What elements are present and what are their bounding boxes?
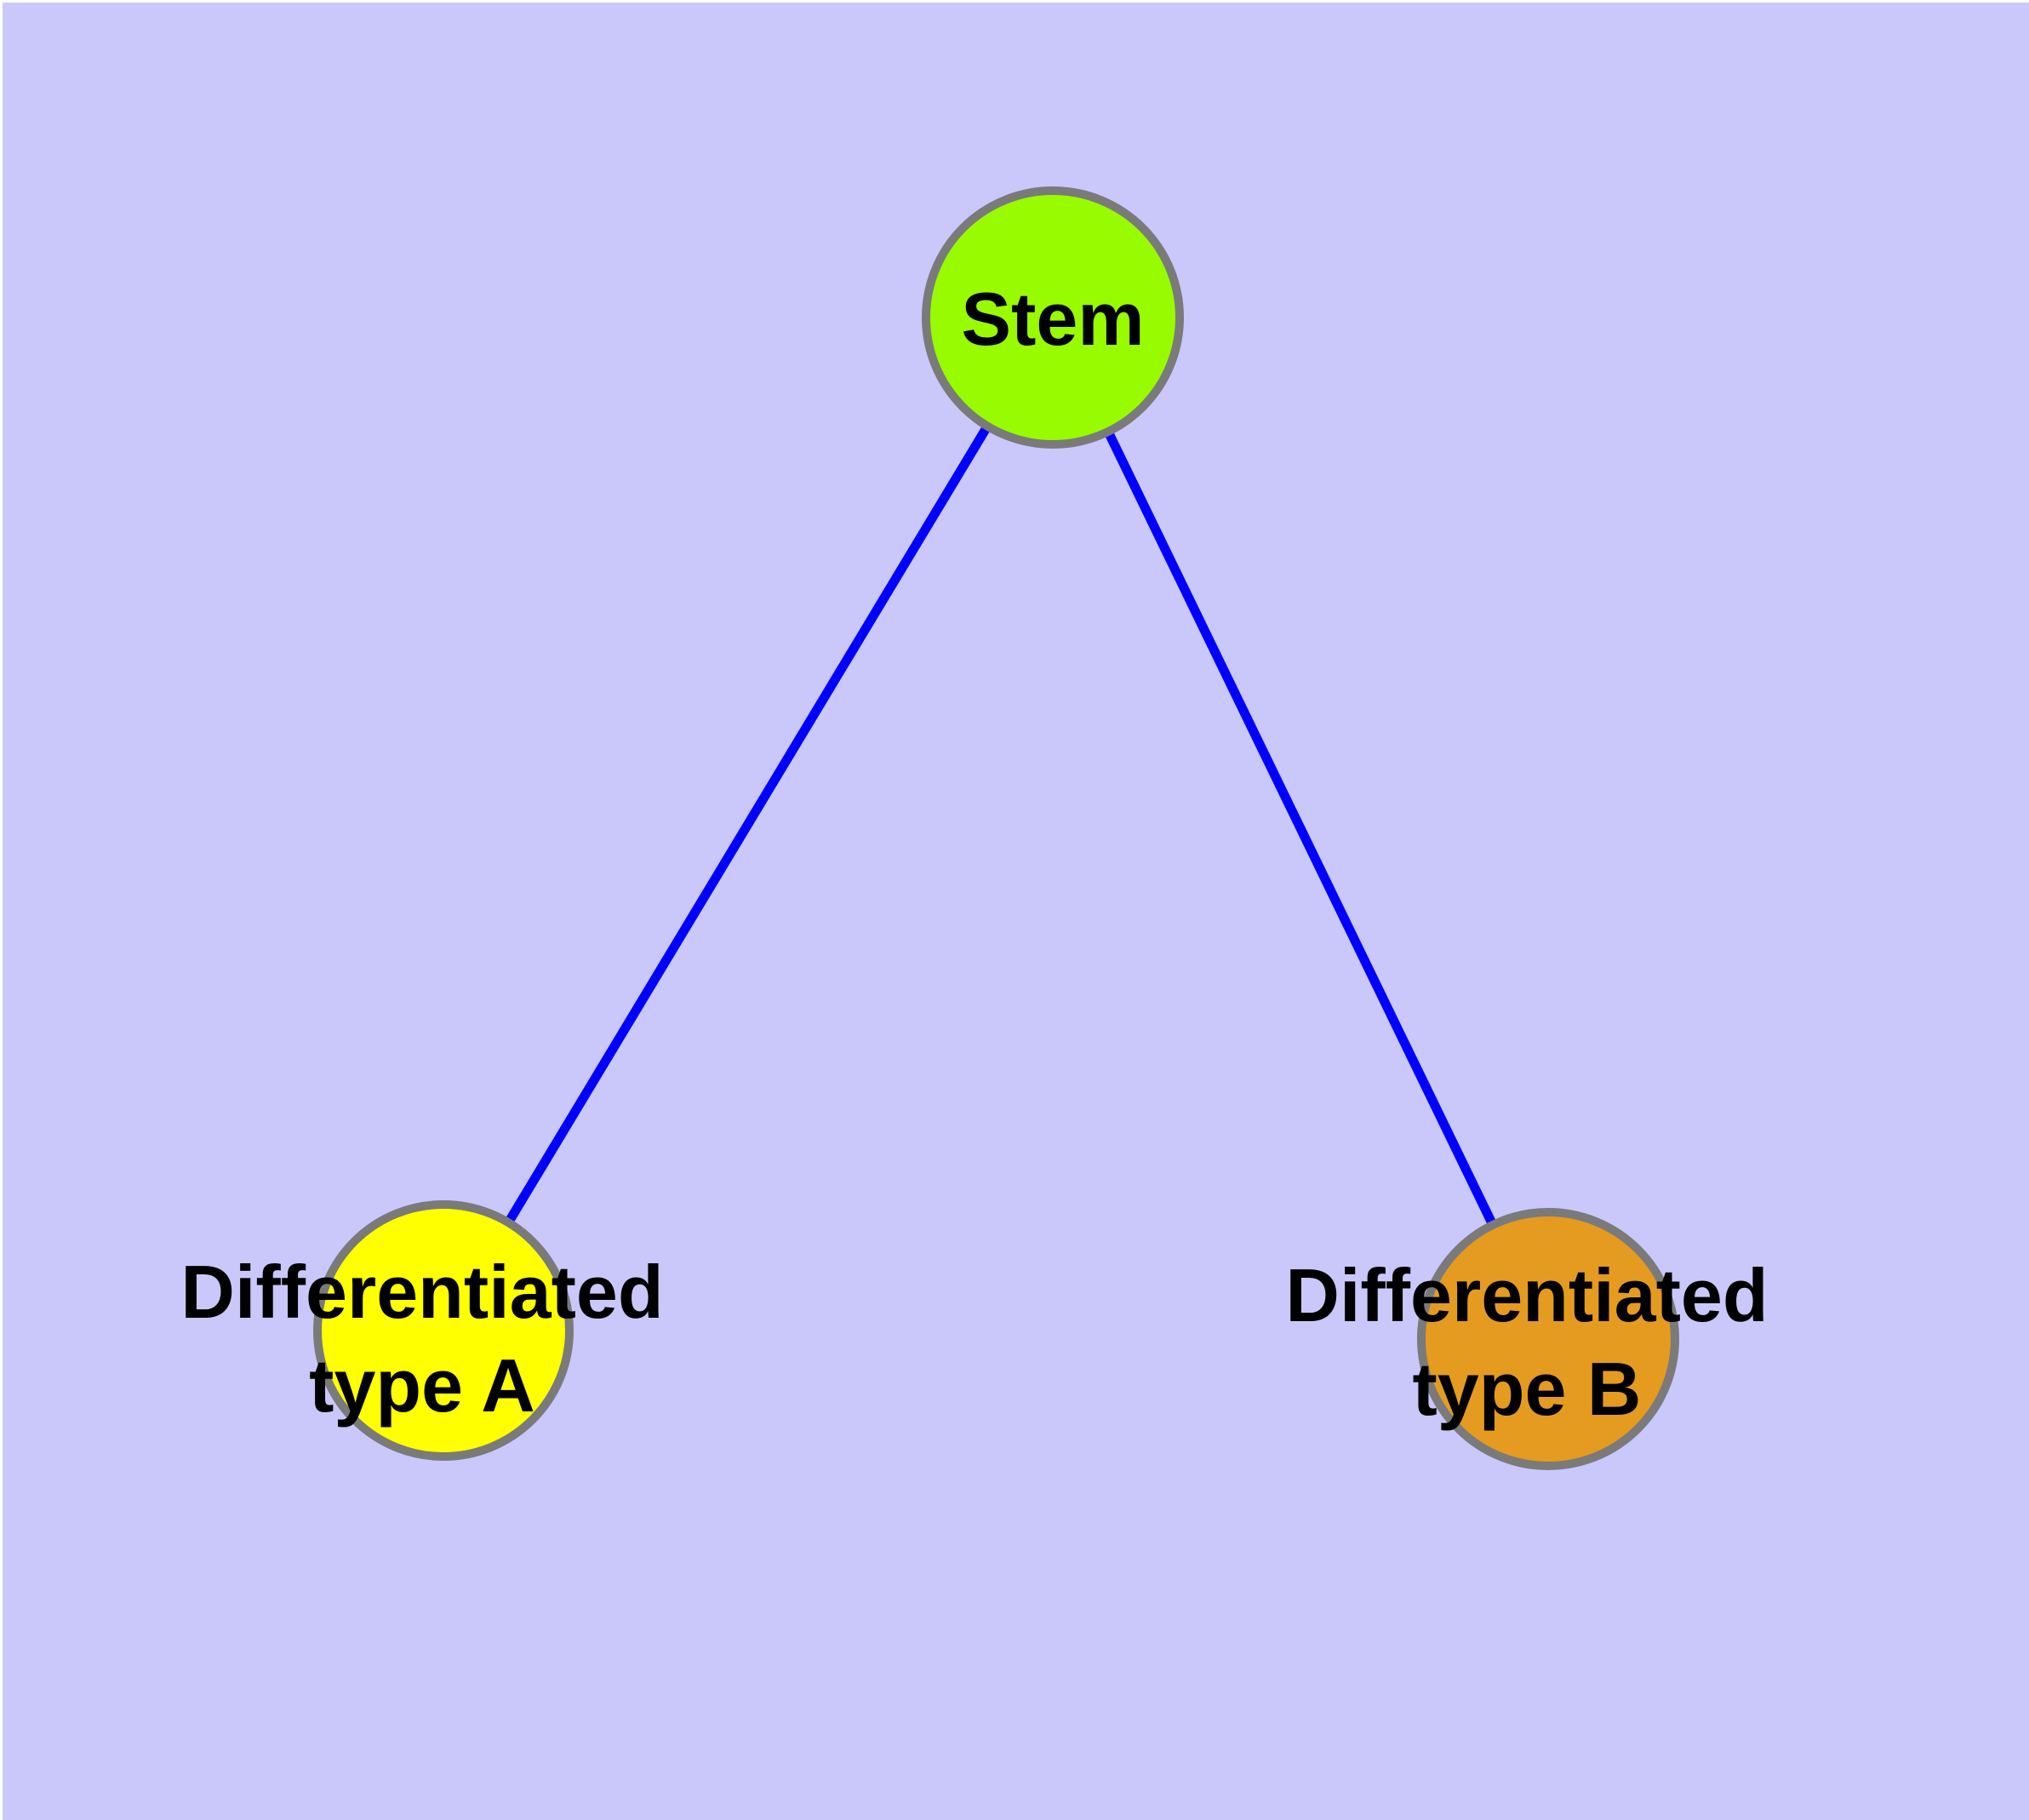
edge-stem-to-type-a xyxy=(439,315,1057,1333)
node-type-b-circle xyxy=(1417,1208,1679,1470)
node-type-a-label-line1: Differentiated xyxy=(180,1250,663,1334)
node-type-a-label-line2: type A xyxy=(309,1343,535,1428)
node-stem-label: Stem xyxy=(961,277,1144,361)
node-type-b-label-line1: Differentiated xyxy=(1285,1253,1768,1337)
node-stem-circle xyxy=(922,186,1184,449)
node-type-b-label-line2: type B xyxy=(1413,1347,1642,1431)
edge-stem-to-type-b xyxy=(1049,315,1552,1342)
node-type-a-circle xyxy=(313,1200,574,1461)
